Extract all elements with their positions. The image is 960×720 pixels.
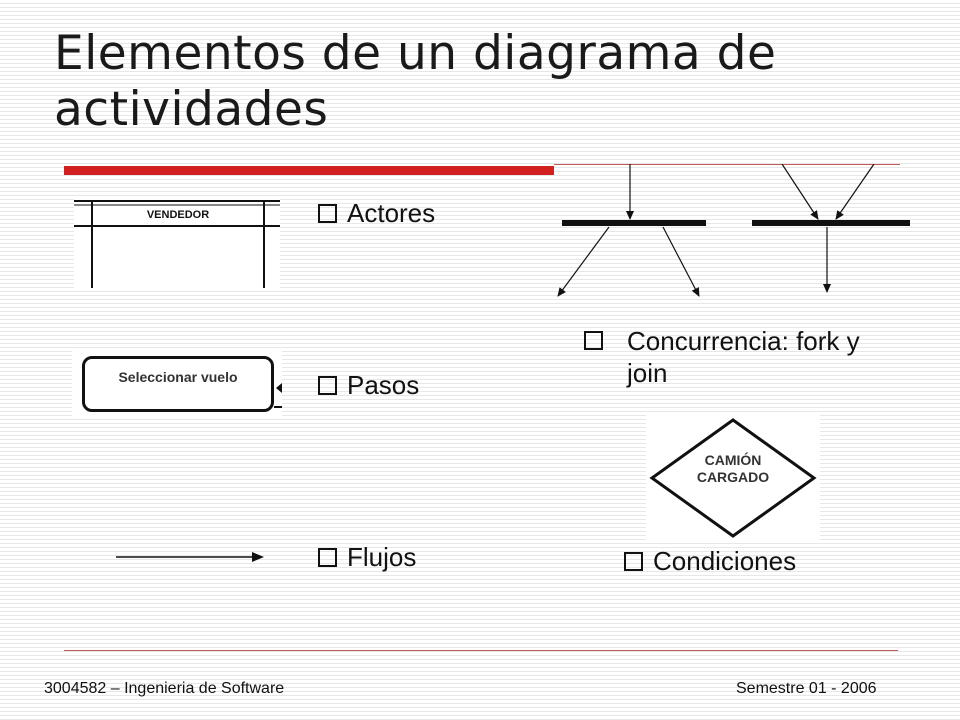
footer-course: 3004582 – Ingenieria de Software (44, 680, 285, 697)
checkbox-bullet-icon (318, 204, 337, 223)
flow-arrow-icon (116, 552, 264, 562)
fork-join-figure (557, 164, 910, 297)
bullet-pasos-label: Pasos (347, 370, 420, 400)
decision-figure: CAMIÓN CARGADO (646, 414, 820, 542)
slide-title: Elementos de un diagrama de actividades (54, 26, 777, 137)
footer-semester: Semestre 01 - 2006 (736, 680, 877, 697)
bullet-flujos-label: Flujos (347, 542, 417, 572)
bullet-actores-label: Actores (347, 198, 436, 228)
bullet-condiciones-label: Condiciones (653, 546, 797, 576)
footer-rule (64, 650, 898, 651)
checkbox-bullet-icon (624, 552, 643, 571)
bullet-flujos: Flujos (318, 542, 416, 573)
checkbox-bullet-icon (584, 331, 603, 350)
bullet-condiciones: Condiciones (624, 546, 796, 577)
title-rule-thin (554, 164, 900, 165)
action-step-label: Seleccionar vuelo (118, 369, 238, 385)
decision-label: CAMIÓN CARGADO (696, 452, 770, 485)
checkbox-bullet-icon (318, 548, 337, 567)
swimlane-lines (74, 200, 280, 288)
bullet-actores: Actores (318, 198, 435, 229)
decision-diamond-icon (649, 418, 817, 538)
title-underline (64, 166, 554, 175)
bullet-concurrencia: Concurrencia: fork y join (584, 325, 914, 389)
checkbox-bullet-icon (318, 376, 337, 395)
swimlane-label: VENDEDOR (146, 209, 210, 221)
swimlane-figure: VENDEDOR (74, 196, 280, 288)
action-step-figure: Seleccionar vuelo (72, 350, 282, 418)
action-step-arrow-icon (274, 383, 282, 408)
bullet-pasos: Pasos (318, 370, 419, 401)
action-step-box: Seleccionar vuelo (82, 356, 274, 412)
bullet-concurrencia-label: Concurrencia: fork y join (627, 326, 860, 388)
